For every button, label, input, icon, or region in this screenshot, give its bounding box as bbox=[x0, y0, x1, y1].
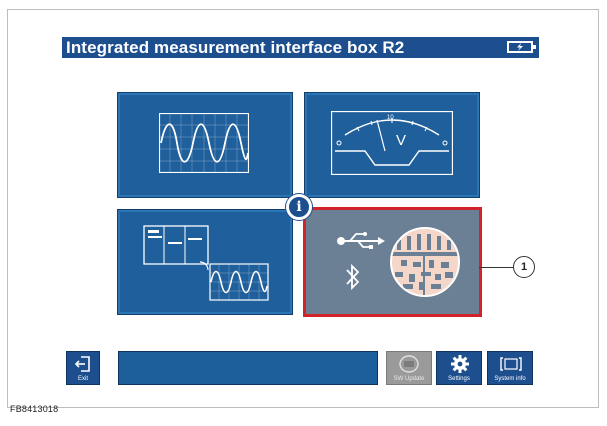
tile-recorder[interactable] bbox=[117, 209, 293, 315]
exit-label: Exit bbox=[77, 376, 88, 382]
exit-button[interactable]: Exit bbox=[66, 351, 100, 385]
settings-label: Settings bbox=[448, 376, 470, 382]
sw-update-icon bbox=[399, 355, 419, 373]
tile-oscilloscope[interactable] bbox=[117, 92, 293, 198]
system-info-button[interactable]: System info bbox=[487, 351, 533, 385]
tile-multimeter[interactable]: V 10 bbox=[304, 92, 480, 198]
recorder-signal-icon bbox=[143, 225, 269, 301]
settings-button[interactable]: Settings bbox=[436, 351, 482, 385]
voltmeter-gauge-icon: V 10 bbox=[331, 111, 453, 175]
exit-door-icon bbox=[74, 356, 90, 372]
battery-charging-icon bbox=[507, 41, 536, 53]
info-icon[interactable]: i bbox=[286, 194, 312, 220]
system-info-label: System info bbox=[494, 376, 526, 382]
bluetooth-icon bbox=[346, 263, 360, 291]
sw-update-button[interactable]: SW Update bbox=[386, 351, 432, 385]
figure-code: FB8413018 bbox=[10, 404, 59, 414]
window-title: Integrated measurement interface box R2 bbox=[66, 38, 405, 57]
system-info-icon bbox=[500, 357, 522, 371]
sw-update-label: SW Update bbox=[393, 376, 425, 382]
usb-icon bbox=[337, 232, 385, 249]
tile-connection[interactable] bbox=[303, 207, 482, 317]
callout-number: 1 bbox=[513, 256, 535, 278]
gear-icon bbox=[451, 355, 469, 373]
gauge-label: 10 bbox=[387, 115, 394, 121]
status-bar bbox=[118, 351, 378, 385]
oscilloscope-sine-wave-icon bbox=[159, 113, 249, 173]
title-bar: Integrated measurement interface box R2 bbox=[62, 37, 539, 58]
callout-line bbox=[479, 267, 515, 268]
unit-label: V bbox=[396, 132, 406, 149]
circuit-board-icon bbox=[390, 227, 460, 297]
